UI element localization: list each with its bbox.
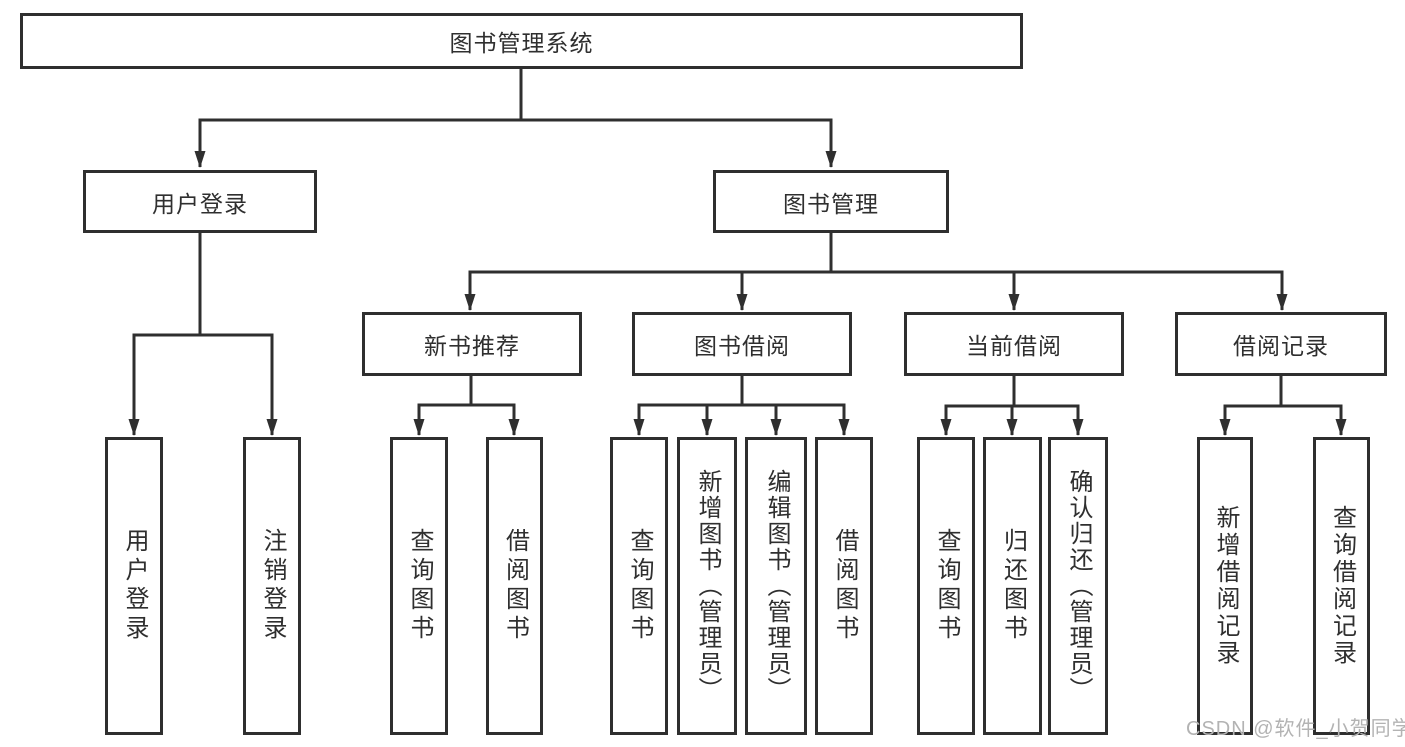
node-query-borrow-record-label: 查询借阅记录 bbox=[1328, 505, 1356, 667]
node-user-login-leaf: 用户登录 bbox=[105, 437, 163, 735]
node-root: 图书管理系统 bbox=[20, 13, 1023, 69]
node-book-borrowing: 图书借阅 bbox=[632, 312, 852, 376]
node-return-books-label: 归还图书 bbox=[999, 528, 1027, 644]
node-borrow-books-1-label: 借阅图书 bbox=[501, 528, 529, 644]
node-return-books: 归还图书 bbox=[983, 437, 1042, 735]
node-current-borrowing: 当前借阅 bbox=[904, 312, 1124, 376]
node-query-borrow-record: 查询借阅记录 bbox=[1313, 437, 1370, 735]
node-query-books-1-label: 查询图书 bbox=[406, 528, 433, 644]
node-query-books-2-label: 查询图书 bbox=[626, 528, 653, 644]
node-edit-books-admin: 编辑图书（管理员） bbox=[745, 437, 807, 735]
node-add-borrow-record-label: 新增借阅记录 bbox=[1212, 505, 1239, 667]
node-query-books-1: 查询图书 bbox=[390, 437, 448, 735]
node-query-books-3-label: 查询图书 bbox=[933, 528, 960, 644]
watermark: CSDN @软件_小贺同学 bbox=[1186, 718, 1405, 740]
node-query-books-2: 查询图书 bbox=[610, 437, 668, 735]
node-add-books-admin-label: 新增图书（管理员） bbox=[694, 469, 721, 703]
node-edit-books-admin-label: 编辑图书（管理员） bbox=[763, 469, 790, 703]
node-query-books-3: 查询图书 bbox=[917, 437, 975, 735]
node-borrow-books-2: 借阅图书 bbox=[815, 437, 873, 735]
node-book-management: 图书管理 bbox=[713, 170, 949, 233]
node-user-login-leaf-label: 用户登录 bbox=[121, 528, 148, 644]
node-new-book-recommend: 新书推荐 bbox=[362, 312, 582, 376]
node-borrowing-records: 借阅记录 bbox=[1175, 312, 1387, 376]
node-user-login-branch: 用户登录 bbox=[83, 170, 317, 233]
node-borrow-books-1: 借阅图书 bbox=[486, 437, 543, 735]
node-confirm-return-admin: 确认归还（管理员） bbox=[1048, 437, 1108, 735]
node-logout: 注销登录 bbox=[243, 437, 301, 735]
node-confirm-return-admin-label: 确认归还（管理员） bbox=[1065, 469, 1092, 703]
node-add-borrow-record: 新增借阅记录 bbox=[1197, 437, 1253, 735]
node-borrow-books-2-label: 借阅图书 bbox=[831, 528, 858, 644]
node-logout-label: 注销登录 bbox=[259, 528, 286, 644]
node-add-books-admin: 新增图书（管理员） bbox=[677, 437, 737, 735]
